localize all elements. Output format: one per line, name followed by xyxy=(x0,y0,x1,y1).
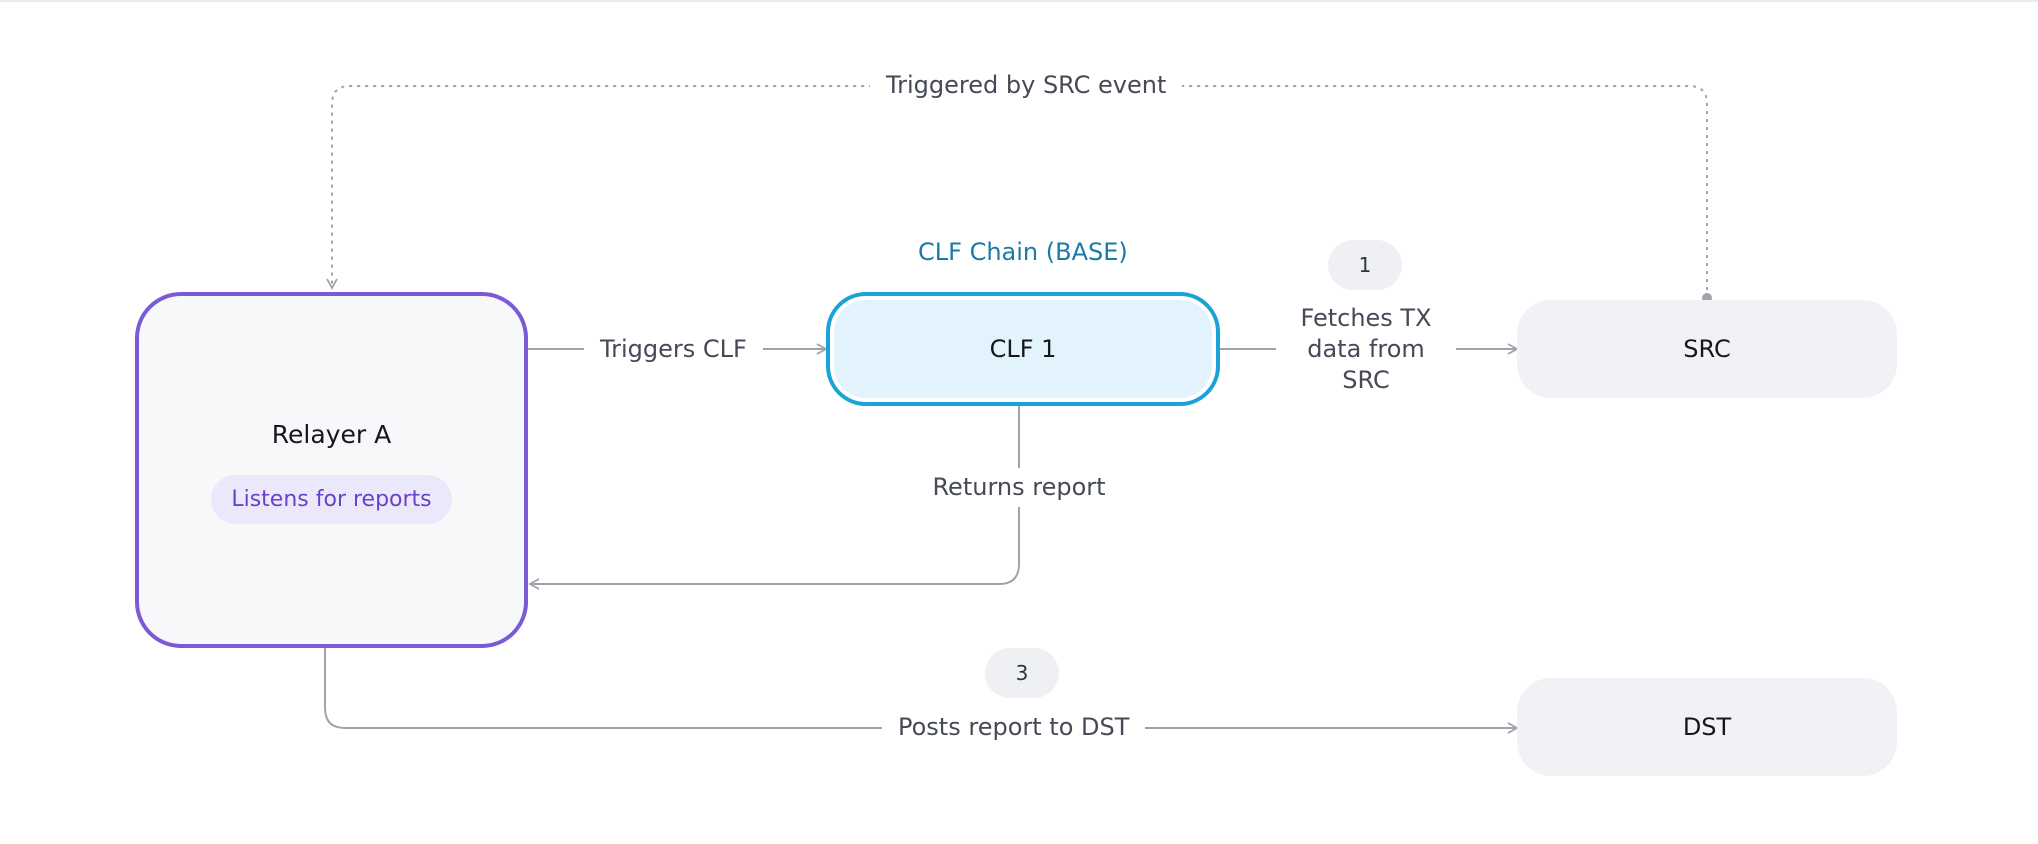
label-fetches-tx: Fetches TX data from SRC xyxy=(1276,303,1456,396)
node-clf-1: CLF 1 xyxy=(826,292,1220,406)
label-fetches-tx-line2: data from xyxy=(1307,335,1425,363)
label-triggers-clf: Triggers CLF xyxy=(584,334,763,365)
node-relayer-a: Relayer A Listens for reports xyxy=(135,292,528,648)
node-relayer-a-title: Relayer A xyxy=(271,420,392,449)
label-triggered-by-src: Triggered by SRC event xyxy=(870,70,1183,101)
node-dst: DST xyxy=(1517,678,1897,776)
edge-returns-report xyxy=(528,394,1020,590)
relayer-status-tag: Listens for reports xyxy=(211,475,452,524)
edge-triggered-by-src xyxy=(326,85,1708,298)
step-badge-1: 1 xyxy=(1328,240,1402,290)
top-divider xyxy=(0,0,2038,2)
edge-posts-report xyxy=(324,642,1519,734)
label-posts-report: Posts report to DST xyxy=(882,712,1146,743)
step-badge-3: 3 xyxy=(985,648,1059,698)
label-fetches-tx-line1: Fetches TX xyxy=(1300,304,1432,332)
node-src: SRC xyxy=(1517,300,1897,398)
label-returns-report: Returns report xyxy=(919,468,1119,507)
label-fetches-tx-line3: SRC xyxy=(1342,366,1390,394)
clf-chain-label: CLF Chain (BASE) xyxy=(918,238,1128,266)
